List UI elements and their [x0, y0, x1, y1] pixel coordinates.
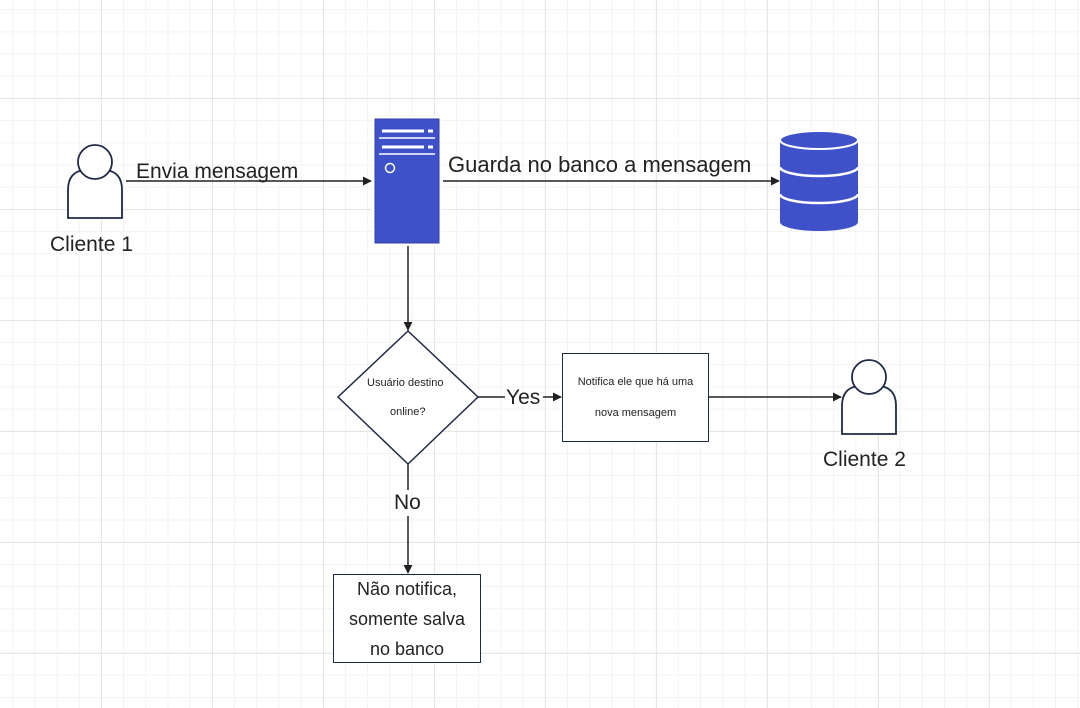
notify-label-line2: nova mensagem [594, 406, 677, 419]
decision-diamond [336, 329, 480, 466]
yes-edge-label: Yes [506, 386, 541, 409]
database-icon [778, 130, 860, 231]
user-icon [67, 144, 123, 219]
client1-label: Cliente 1 [50, 233, 133, 256]
save-label-line3: no banco [369, 638, 445, 659]
no-edge-label: No [394, 491, 421, 514]
client2-label: Cliente 2 [823, 448, 906, 471]
server-icon [372, 116, 442, 246]
notify-label-line1: Notifica ele que há uma [577, 375, 694, 388]
save-only-process-box: Não notifica, somente salva no banco [333, 574, 481, 663]
user-icon [841, 359, 897, 435]
decision-label-line2: online? [390, 406, 426, 418]
send-edge-label: Envia mensagem [136, 160, 299, 183]
save-label-line1: Não notifica, [356, 578, 458, 599]
notify-process-box: Notifica ele que há uma nova mensagem [562, 353, 709, 442]
save-label-line2: somente salva [348, 608, 466, 629]
decision-label-line1: Usuário destino [367, 377, 444, 389]
store-edge-label: Guarda no banco a mensagem [448, 152, 752, 177]
